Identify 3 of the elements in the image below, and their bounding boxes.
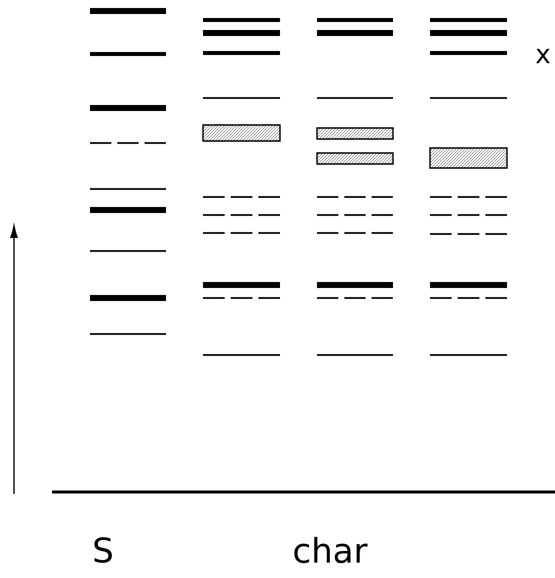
axis-label: x bbox=[536, 48, 550, 64]
axis-label: char bbox=[294, 536, 368, 564]
axis-label: S bbox=[94, 537, 112, 563]
